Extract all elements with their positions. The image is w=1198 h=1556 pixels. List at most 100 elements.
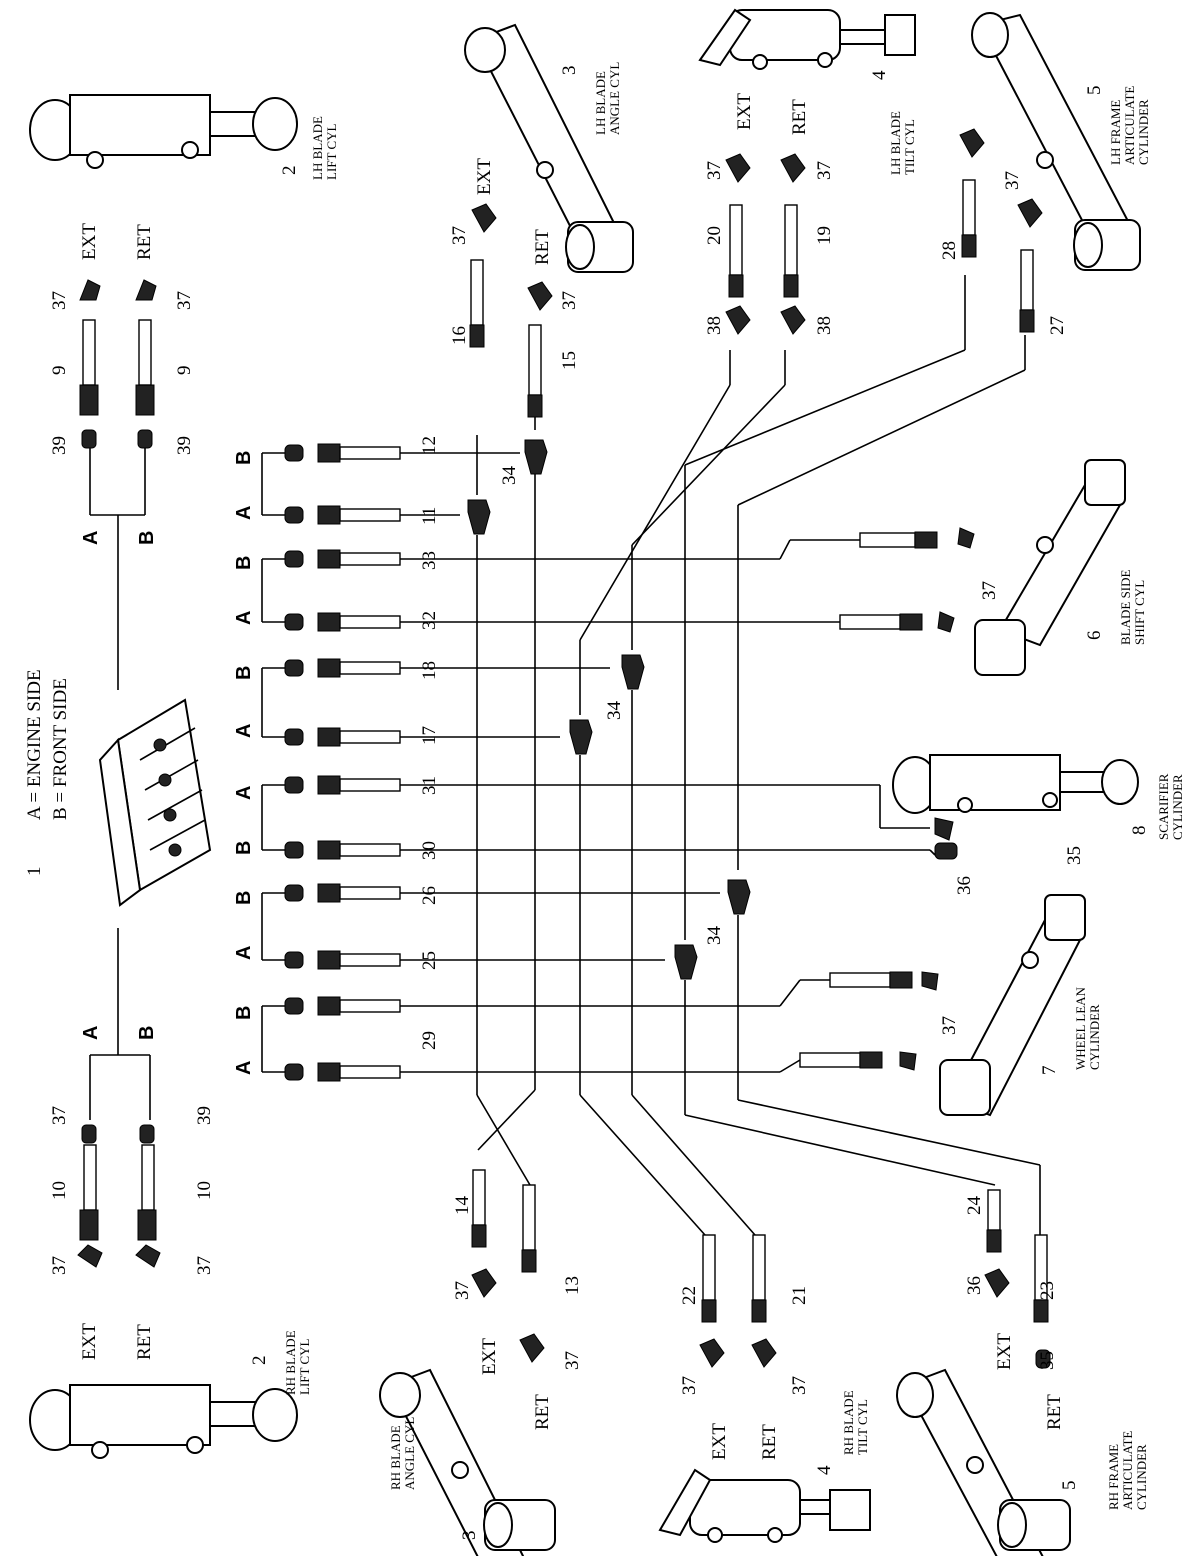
callout-labels: 3793937939371037391037221211333218173130… <box>49 66 1150 1541</box>
callout-number: 36 <box>954 876 975 895</box>
callout-number: 4 <box>814 1465 835 1475</box>
callout-number: 39 <box>49 436 70 455</box>
callout-number: 35 <box>1037 1351 1058 1370</box>
callout-number: 8 <box>1129 826 1150 836</box>
hose <box>339 508 401 522</box>
callout-number: 37 <box>452 1281 473 1300</box>
rh-blade-lift-caption: RH BLADE <box>283 1330 298 1395</box>
blade-side-shift-cylinder <box>974 459 1126 676</box>
rh-frame-articulate-cylinder <box>896 1368 1071 1556</box>
ret-label: RET <box>134 224 155 260</box>
ext-label: EXT <box>709 1423 730 1460</box>
lh-blade-angle-cylinder <box>464 23 634 273</box>
control-valve <box>98 698 212 907</box>
callout-number: 3 <box>459 1531 480 1541</box>
rh-blade-lift-caption: LIFT CYL <box>297 1338 312 1395</box>
callout-number: 9 <box>49 366 70 376</box>
lh-blade-lift-cylinder <box>29 94 298 169</box>
callout-number: 34 <box>704 926 725 946</box>
valve-sections: A B A B A B A B A B A B <box>233 443 401 1082</box>
port-fitting <box>284 506 304 524</box>
hose-end <box>317 996 341 1016</box>
section-bracket <box>261 892 285 961</box>
callout-number: 9 <box>174 366 195 376</box>
hose-end <box>317 549 341 569</box>
rh-blade-tilt-cylinder <box>658 1468 871 1543</box>
callout-number: 17 <box>419 726 440 745</box>
legend-front-side: B = FRONT SIDE <box>50 678 71 820</box>
hose <box>339 953 401 967</box>
callout-number: 38 <box>704 316 725 335</box>
tee-fittings <box>467 439 751 980</box>
lh-frame-articulate-caption: ARTICULATE <box>1122 86 1137 165</box>
callout-number: 19 <box>814 226 835 245</box>
legend-item-number: 1 <box>24 867 45 877</box>
port-fitting <box>284 884 304 902</box>
legend: 1 A = ENGINE SIDE B = FRONT SIDE <box>24 669 71 876</box>
cylinder-hoses <box>469 128 1051 1369</box>
lh-blade-tilt-caption: LH BLADE <box>888 111 903 175</box>
callout-number: 34 <box>604 701 625 721</box>
ext-label: EXT <box>734 93 755 130</box>
lh-blade-tilt-cylinder <box>698 8 916 70</box>
callout-number: 37 <box>562 1351 583 1370</box>
callout-number: 27 <box>1047 316 1068 335</box>
section-letter-a: A <box>233 506 255 520</box>
section-letter-b: B <box>233 451 255 465</box>
ret-label: RET <box>1044 1394 1065 1430</box>
callout-number: 26 <box>419 886 440 905</box>
section-bracket <box>261 558 285 623</box>
section-letter-b: B <box>233 841 255 855</box>
section-letter-a: A <box>233 611 255 625</box>
rh-blade-tilt-caption: TILT CYL <box>855 1399 870 1455</box>
callout-number: 33 <box>419 551 440 570</box>
section-bracket <box>261 452 285 516</box>
callout-number: 5 <box>1084 86 1105 96</box>
callout-number: 21 <box>789 1286 810 1305</box>
callout-number: 36 <box>964 1276 985 1295</box>
rh-blade-lift-cylinder <box>29 1384 298 1459</box>
hose-end <box>317 840 341 860</box>
hose <box>339 1065 401 1079</box>
hose-end <box>317 950 341 970</box>
callout-number: 30 <box>419 841 440 860</box>
callout-number: 10 <box>194 1181 215 1200</box>
callout-number: 37 <box>814 161 835 180</box>
ext-label: EXT <box>79 1323 100 1360</box>
callout-number: 16 <box>449 326 470 345</box>
port-fitting <box>284 776 304 794</box>
legend-engine-side: A = ENGINE SIDE <box>24 669 45 820</box>
ret-label: RET <box>532 229 553 265</box>
hose <box>339 446 401 460</box>
hose <box>339 843 401 857</box>
hose <box>339 999 401 1013</box>
callout-number: 31 <box>419 776 440 795</box>
letter-b-bottom: B <box>136 1026 158 1040</box>
lh-frame-articulate-caption: LH FRAME <box>1108 100 1123 165</box>
callout-number: 37 <box>939 1016 960 1035</box>
hose-end <box>317 727 341 747</box>
scarifier-caption: SCARIFIER <box>1156 773 1171 840</box>
valve-port-hoses <box>284 443 401 1082</box>
hose <box>339 661 401 675</box>
port-fitting <box>284 841 304 859</box>
rh-blade-angle-cylinder <box>379 1368 556 1556</box>
callout-number: 37 <box>194 1256 215 1275</box>
wheel-lean-cylinder <box>939 894 1086 1117</box>
port-fitting <box>284 951 304 969</box>
section-letter-a: A <box>233 1061 255 1075</box>
port-fitting <box>284 1063 304 1081</box>
callout-number: 37 <box>49 291 70 310</box>
callout-number: 6 <box>1084 631 1105 641</box>
wheel-lean-caption: CYLINDER <box>1087 1004 1102 1070</box>
rh-frame-articulate-caption: ARTICULATE <box>1120 1431 1135 1510</box>
section-letter-a: A <box>233 724 255 738</box>
hose-end <box>317 883 341 903</box>
port-fitting <box>284 659 304 677</box>
lh-blade-angle-caption: LH BLADE <box>593 71 608 135</box>
callout-number: 11 <box>419 507 440 525</box>
callout-number: 20 <box>704 226 725 245</box>
callout-number: 37 <box>49 1106 70 1125</box>
callout-number: 37 <box>979 581 1000 600</box>
